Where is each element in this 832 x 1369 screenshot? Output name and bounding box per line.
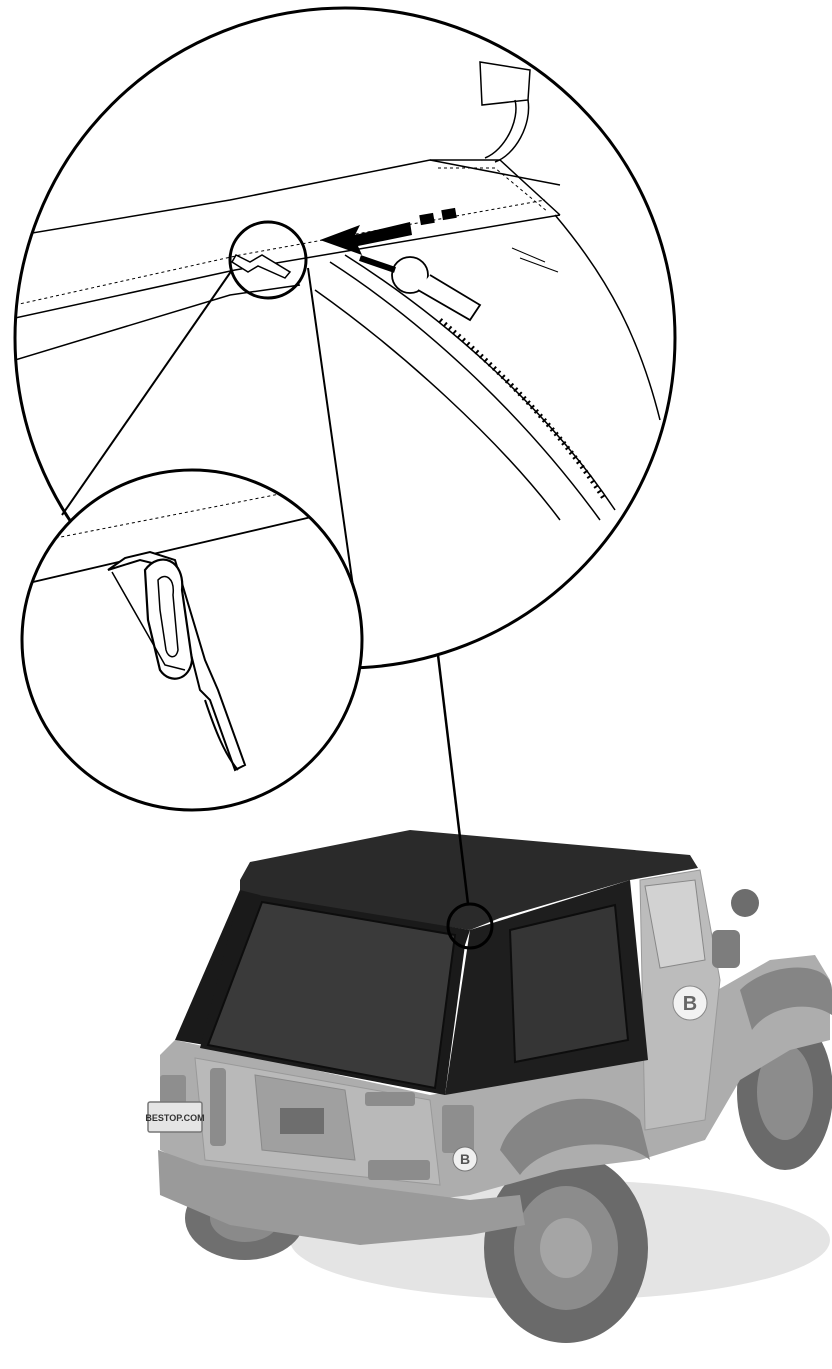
- panel-edge: [314, 289, 561, 521]
- zipper-track-outer: [329, 261, 601, 521]
- tailgate-handle: [365, 1092, 415, 1106]
- zipper-pull: [359, 255, 482, 322]
- retainer-clip-small: [230, 254, 292, 279]
- front-fender-flare: [740, 967, 832, 1030]
- rear-brand-badge: B: [452, 1146, 478, 1172]
- callout-leader-line: [436, 654, 470, 905]
- velcro-strap: [479, 61, 531, 106]
- callout-circle-inner: [228, 220, 308, 300]
- roof-edge-zoom: [22, 514, 321, 586]
- license-plate-text: BESTOP.COM: [145, 1113, 204, 1123]
- side-window: [508, 903, 630, 1064]
- third-brake-plate: [280, 1108, 324, 1134]
- top-seam-stitch: [438, 167, 549, 213]
- zipper-teeth: [438, 318, 608, 502]
- rear-brand-badge-text: B: [460, 1151, 470, 1167]
- window-glint-1: [511, 247, 546, 263]
- rear-window: [206, 900, 457, 1090]
- window-glint-2: [519, 257, 559, 273]
- door-window: [644, 879, 706, 969]
- fuel-cap: [731, 889, 759, 917]
- velcro-strap-tail-2: [494, 99, 530, 163]
- zoom-line-left: [61, 269, 233, 516]
- lower-latch: [368, 1160, 430, 1180]
- soft-top-roof: [240, 830, 698, 930]
- door-brand-badge: B: [672, 985, 708, 1021]
- jeep-vehicle: BESTOP.COM B B: [145, 830, 832, 1343]
- tailgate-hinge: [210, 1068, 226, 1146]
- door-brand-badge-text: B: [683, 993, 697, 1015]
- right-tail-light: [442, 1105, 474, 1153]
- direction-arrow: [320, 207, 457, 255]
- roof-edge-bottom: [15, 284, 301, 361]
- callout-circle-vehicle: [446, 902, 494, 950]
- panel-edge-zoom: [204, 699, 239, 771]
- velcro-strap-tail: [484, 99, 517, 159]
- rear-right-tire: [484, 1153, 648, 1343]
- roof-edge-lower: [15, 214, 561, 319]
- license-plate: BESTOP.COM: [145, 1101, 205, 1133]
- roof-edge-stitch: [15, 199, 546, 306]
- roof-edge-upper: [19, 159, 561, 236]
- retainer-clip-large: [107, 550, 247, 772]
- rear-fender-flare: [500, 1098, 650, 1175]
- window-edge-outer: [554, 214, 661, 421]
- side-mirror: [712, 930, 740, 968]
- detail-circle-small: [20, 468, 364, 812]
- rear-bumper: [158, 1150, 525, 1245]
